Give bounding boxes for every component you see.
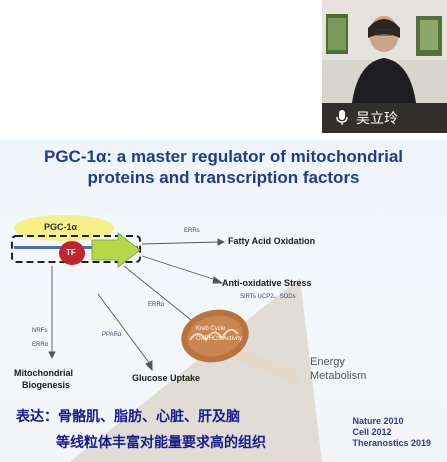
slide-diagram-graphics bbox=[11, 215, 322, 462]
tf-label: TF bbox=[66, 248, 76, 257]
metabolism-label: Metabolism bbox=[310, 370, 367, 382]
slide-title: PGC-1α: a master regulator of mitochondr… bbox=[0, 146, 447, 188]
participant-video-tile[interactable]: 吴立玲 bbox=[322, 0, 447, 133]
erra-label-2: ERRα bbox=[32, 342, 49, 348]
slide-title-line2: proteins and transcription factors bbox=[87, 168, 360, 187]
reference-2: Cell 2012 bbox=[352, 427, 392, 437]
oxphos-label: OXPHOS Activity bbox=[196, 336, 243, 342]
glucose-uptake-label: Glucose Uptake bbox=[132, 373, 201, 383]
errs-label: ERRs bbox=[184, 228, 200, 234]
references: Nature 2010 Cell 2012 Theranostics 2019 bbox=[352, 416, 431, 449]
participant-video-feed bbox=[322, 0, 447, 133]
pgc-label: PGC-1α bbox=[44, 222, 78, 232]
kreb-cycle-label: Kreb Cycle bbox=[196, 326, 226, 332]
nrfs-label: NRFs bbox=[32, 328, 48, 334]
participant-name: 吴立玲 bbox=[356, 111, 398, 127]
microphone-icon[interactable] bbox=[336, 110, 348, 126]
slide-title-line1: PGC-1α: a master regulator of mitochondr… bbox=[43, 147, 403, 166]
participant-name-bar: 吴立玲 bbox=[322, 103, 447, 133]
reference-3: Theranostics 2019 bbox=[352, 438, 431, 448]
chinese-note-line2: 等线粒体丰富对能量要求高的组织 bbox=[56, 435, 266, 451]
mito-biogenesis-line1: Mitochondrial bbox=[14, 368, 73, 378]
anti-oxidative-label: Anti-oxidative Stress bbox=[222, 278, 312, 288]
ppara-label: PPARα bbox=[102, 332, 122, 338]
fatty-acid-label: Fatty Acid Oxidation bbox=[228, 236, 316, 246]
shared-slide: PGC-1α: a master regulator of mitochondr… bbox=[0, 140, 447, 462]
mito-biogenesis-line2: Biogenesis bbox=[22, 380, 71, 390]
energy-label: Energy bbox=[310, 356, 345, 368]
anti-oxidative-subtext: SIRTs UCP2、SODs bbox=[240, 294, 296, 300]
reference-1: Nature 2010 bbox=[352, 416, 404, 426]
erra-label: ERRα bbox=[148, 302, 165, 308]
chinese-note-line1: 表达：骨骼肌、脂肪、心脏、肝及脑 bbox=[16, 409, 240, 425]
